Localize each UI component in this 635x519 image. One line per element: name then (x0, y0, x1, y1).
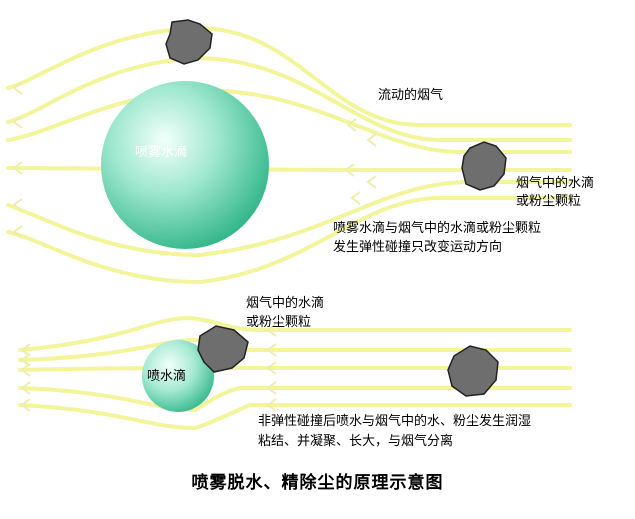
label-particle-bottom-1: 烟气中的水滴 (246, 296, 325, 311)
flow-line (6, 25, 572, 127)
flow-line (18, 315, 572, 352)
label-particle-top-1: 烟气中的水滴 (516, 176, 595, 191)
dust-particle-middle (461, 141, 507, 191)
label-elastic-2: 发生弹性碰撞只改变运动方向 (333, 240, 503, 255)
label-particle-bottom-2: 或粉尘颗粒 (246, 315, 312, 330)
flow-line (18, 403, 572, 431)
diagram-caption: 喷雾脱水、精除尘的原理示意图 (191, 473, 444, 493)
label-flowing-smoke: 流动的烟气 (378, 88, 444, 103)
spray-droplet-large (101, 81, 269, 249)
dust-particle-bottom-free (447, 345, 499, 397)
flow-line (6, 196, 572, 285)
flow-line (6, 55, 572, 142)
label-inelastic-2: 粘结、并凝聚、长大，与烟气分离 (258, 434, 454, 449)
label-spray-droplet-bottom: 喷水滴 (147, 369, 187, 384)
label-inelastic-1: 非弹性碰撞后喷水与烟气中的水、粉尘发生润湿 (258, 414, 532, 429)
top-arrowheads (12, 81, 377, 239)
label-particle-top-2: 或粉尘颗粒 (516, 194, 582, 209)
spray-droplet-small (142, 340, 214, 412)
label-spray-droplet-top: 喷雾水滴 (135, 145, 188, 160)
flow-line (6, 166, 572, 173)
dust-particle-bottom-attached (197, 325, 249, 373)
label-elastic-1: 喷雾水滴与烟气中的水滴或粉尘颗粒 (333, 221, 542, 236)
flow-line (6, 180, 572, 258)
dust-particle-top (165, 19, 213, 65)
bottom-arrowheads (20, 323, 277, 412)
